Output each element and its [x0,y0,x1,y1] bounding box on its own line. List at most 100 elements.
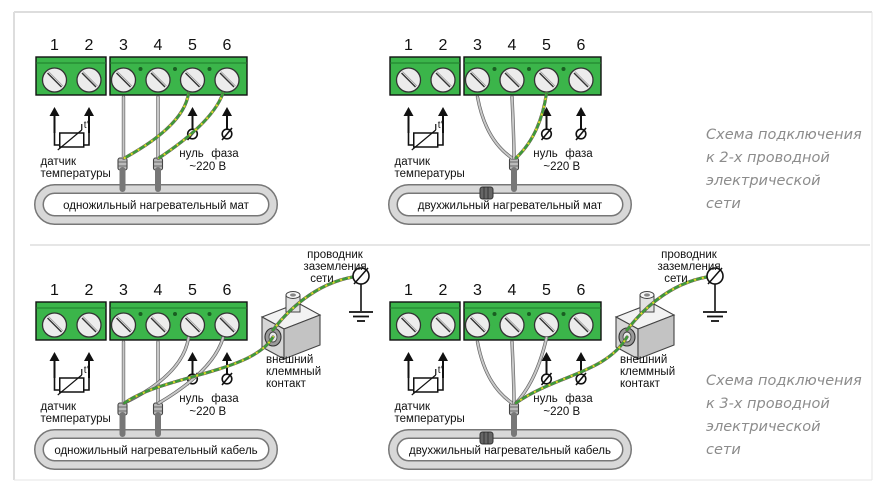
wire-t3 [476,341,513,404]
terminal-screw-5-slot-edge [186,316,202,332]
wire-t4 [511,96,515,159]
terminal-number: 3 [119,37,128,54]
terminal-screw-3 [464,67,491,93]
caption-three-wire-line-4: сети [706,442,741,458]
terminal-pin-dot-1 [492,67,497,71]
terminal-pin-dot-3 [207,67,212,71]
ground-symbol [349,311,373,322]
terminal-screw-1-slot-edge [402,316,418,332]
phase-label: фаза [565,148,593,160]
terminal-screw-4-slot-edge [505,316,521,332]
terminal-screw-6 [214,67,240,93]
phase-arrow [222,107,232,129]
caption-three-wire-line-3: электрической [706,419,821,435]
terminal-screw-6-slot [573,317,589,333]
terminal-number: 5 [188,37,197,54]
thermistor-slash [411,374,437,396]
terminal-screw-4 [145,67,171,93]
thermistor-degree-mark: t° [84,365,91,376]
ground-symbol [703,311,727,322]
heating-element-loop-inner [389,185,631,224]
terminal-screw-2-slot-edge [82,71,98,87]
terminal-screw-3 [464,312,491,338]
terminal-screw-3 [110,312,137,338]
neutral-label: нуль [179,148,204,160]
terminal-pin-dot-2 [527,67,531,71]
ground-label-line-1: проводник [661,249,718,261]
neutral-label: нуль [533,393,558,405]
phase-label: фаза [211,393,239,405]
sensor-label-line-2: температуры [395,413,465,425]
terminal-number: 3 [473,37,482,54]
phase-symbol [575,127,587,141]
terminal-pin-dot-1 [138,312,143,316]
terminal-screw-6 [568,67,594,93]
end-cap [479,431,494,445]
neutral-arrow [541,352,552,374]
sensor-arrow-2 [84,352,94,378]
sensor-arrow-2-head [438,107,448,116]
ground-wire-upper-stripe [625,274,716,332]
terminal-screw-2 [76,67,102,93]
voltage-label: ~220 В [543,406,580,418]
terminal-screw-4-slot-edge [505,71,521,87]
thermistor-slash [411,129,437,151]
terminal-screw-1 [395,312,422,338]
terminal-pin-dot-1 [138,67,143,71]
terminal-screw-5 [179,67,206,93]
terminal-screw-2-slot [81,72,97,88]
sensor-arrow-1 [49,352,60,378]
neutral-arrow-head [541,352,552,361]
terminal-screw-3-slot-edge [117,316,133,332]
terminal-screw-4-slot [150,72,166,88]
caption-three-wire: Схема подключения к 3-х проводной электр… [706,373,862,458]
neutral-arrow [187,107,198,129]
terminal-screw-5 [179,312,206,338]
neutral-arrow [541,107,552,129]
terminal-screw-2-slot [435,317,451,333]
caption-three-wire-line-2: к 3-х проводной [706,396,830,412]
terminal-screw-2-slot-edge [82,316,98,332]
terminal-pin-dot-2 [527,312,531,316]
terminal-number: 2 [439,282,448,299]
ground-label-line-2: заземления [657,261,720,273]
end-cap-body [479,431,494,445]
sensor-arrow-2-head [84,107,94,116]
thermistor-degree-mark: t° [438,120,445,131]
phase-symbol-slash [575,127,587,141]
terminal-screw-3-slot-edge [471,316,487,332]
terminal-screw-5-slot [185,72,200,88]
terminal-screw-4-slot [150,317,166,333]
sensor-arrow-2 [438,352,448,378]
terminal-screw-1 [41,67,68,93]
caption-two-wire-line-1: Схема подключения [706,127,862,143]
neutral-arrow-head [187,107,198,116]
terminal-screw-4 [145,312,171,338]
terminal-number: 2 [85,37,94,54]
terminal-screw-3 [110,67,137,93]
terminal-screw-5 [533,312,560,338]
neutral-label: нуль [533,148,558,160]
terminal-screw-6 [214,312,240,338]
neutral-symbol-slash [540,127,553,141]
sensor-label-line-2: температуры [41,413,111,425]
terminal-screw-5-slot [539,72,554,88]
terminal-number: 2 [85,282,94,299]
phase-arrow-head [576,107,586,116]
phase-symbol [221,127,233,141]
terminal-screw-6-slot [219,317,235,333]
voltage-label: ~220 В [543,161,580,173]
terminal-pin-dot-2 [173,312,177,316]
heating-element-loop-inner [389,430,631,469]
terminal-screw-3-slot [116,317,131,333]
terminal-screw-3-slot [470,317,485,333]
terminal-number: 5 [188,282,197,299]
caption-two-wire-line-3: электрической [706,173,821,189]
terminal-screw-1 [41,312,68,338]
caption-two-wire-line-2: к 2-х проводной [706,150,830,166]
neutral-symbol [540,127,553,141]
neutral-arrow [187,352,198,374]
